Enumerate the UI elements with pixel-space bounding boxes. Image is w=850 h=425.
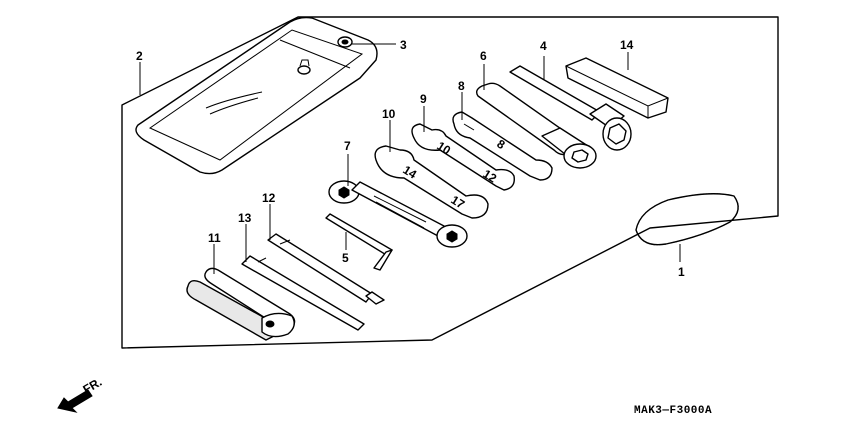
screwdriver bbox=[267, 233, 385, 305]
callout-7: 7 bbox=[344, 139, 351, 153]
callout-8: 8 bbox=[458, 79, 465, 93]
callout-2: 2 bbox=[136, 49, 143, 63]
bag-fastener bbox=[337, 36, 353, 48]
diagram-code: MAK3—F3000A bbox=[634, 405, 712, 417]
callout-13: 13 bbox=[238, 211, 252, 225]
callout-3: 3 bbox=[400, 38, 407, 52]
callout-1: 1 bbox=[678, 265, 685, 279]
callout-4: 4 bbox=[540, 39, 547, 53]
tool-bag bbox=[135, 16, 378, 175]
hex-wrench bbox=[325, 213, 393, 271]
wrench-8mm bbox=[452, 111, 553, 181]
callout-10: 10 bbox=[382, 107, 396, 121]
callout-14: 14 bbox=[620, 38, 634, 52]
callout-6: 6 bbox=[480, 49, 487, 63]
combination-wrench bbox=[328, 180, 468, 248]
rubber-band bbox=[635, 193, 739, 246]
front-direction-arrow-icon bbox=[57, 389, 93, 413]
ring-spanner bbox=[541, 127, 597, 169]
assembly-frame bbox=[121, 16, 779, 349]
leader-lines bbox=[139, 43, 681, 274]
bag-snap bbox=[297, 65, 311, 75]
wrench-14x17 bbox=[374, 145, 489, 219]
callout-12: 12 bbox=[262, 191, 276, 205]
callout-5: 5 bbox=[342, 251, 349, 265]
callout-9: 9 bbox=[420, 92, 427, 106]
callout-11: 11 bbox=[208, 231, 221, 245]
screwdriver-handle bbox=[241, 255, 365, 331]
tool-case bbox=[565, 57, 669, 119]
wrench-10x12 bbox=[411, 123, 515, 191]
pliers bbox=[186, 267, 296, 341]
socket-wrench bbox=[509, 65, 632, 151]
